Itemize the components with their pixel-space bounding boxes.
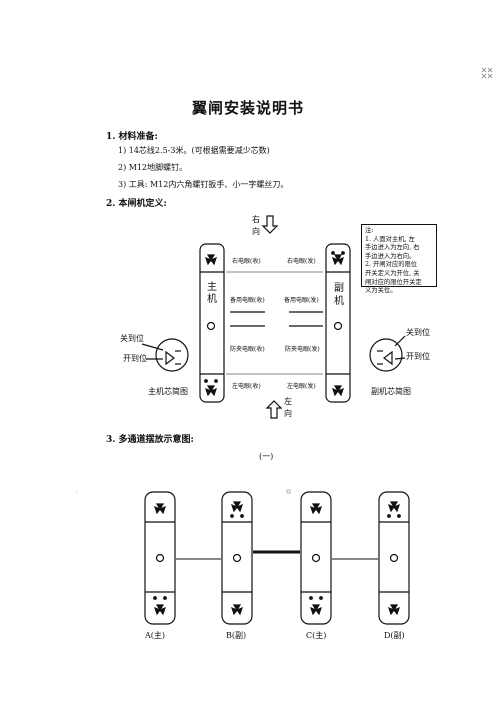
unit-c-label: C(主) bbox=[306, 631, 327, 640]
sub-open-position-label: 开到位 bbox=[406, 352, 430, 361]
sub-unit-drawing bbox=[325, 243, 351, 403]
unit-a-label: A(主) bbox=[145, 631, 166, 640]
left-term-1: 右电眼(收) bbox=[232, 258, 261, 265]
left-direction-label: 左 向 bbox=[284, 397, 292, 418]
right-direction-arrow-icon bbox=[261, 215, 279, 234]
note-line: 手边进入为右向。 bbox=[365, 252, 416, 260]
note-line: 1. 人面对主机, 左 bbox=[365, 235, 415, 243]
right-term-4: 左电眼(发) bbox=[287, 383, 316, 390]
note-line: 注: bbox=[365, 227, 374, 234]
material-item-2: 2) M12地脚螺钉。 bbox=[118, 163, 188, 172]
main-unit-label: 主 机 bbox=[207, 282, 217, 305]
section-3-heading: 3. 多通道摆放示意图: bbox=[106, 435, 194, 445]
main-chip-drawing bbox=[141, 338, 189, 372]
main-close-position-label: 关到位 bbox=[120, 334, 144, 343]
sub-chip-drawing bbox=[369, 335, 406, 372]
left-term-3: 防夹电眼(收) bbox=[230, 346, 265, 353]
sub-chip-caption: 副机芯简图 bbox=[371, 387, 411, 396]
left-term-2: 备用电眼(收) bbox=[230, 297, 265, 304]
section-1-heading: 1. 材料准备: bbox=[106, 132, 158, 142]
sub-close-position-label: 关到位 bbox=[406, 328, 430, 337]
expand-icon[interactable] bbox=[481, 67, 493, 79]
note-line: 手边进入为左向, 右 bbox=[365, 244, 420, 252]
right-term-3: 防夹电眼(发) bbox=[285, 346, 320, 353]
right-term-1: 右电眼(发) bbox=[287, 258, 316, 265]
main-chip-caption: 主机芯简图 bbox=[148, 387, 188, 396]
main-unit-drawing bbox=[199, 243, 225, 403]
right-direction-label: 右 向 bbox=[252, 215, 260, 236]
material-item-1: 1) 14芯线2.5-3米。(可根据需要减少芯数) bbox=[118, 146, 270, 155]
section-2-heading: 2. 本闸机定义: bbox=[106, 199, 167, 209]
unit-d-label: D(副) bbox=[384, 631, 405, 640]
definition-note: 注: 1. 人面对主机, 左 手边进入为左向, 右 手边进入为右向。 2. 开闸… bbox=[361, 224, 437, 294]
note-line: 开关定义为开位, 关 bbox=[365, 269, 420, 277]
main-open-position-label: 开到位 bbox=[123, 354, 147, 363]
right-term-2: 备用电眼(发) bbox=[284, 297, 319, 304]
sub-unit-label: 副 机 bbox=[334, 283, 344, 307]
unit-b-label: B(副) bbox=[226, 631, 247, 640]
gate-wing-lines bbox=[226, 271, 323, 375]
section-3-sub: (一) bbox=[259, 452, 274, 461]
left-term-4: 左电眼(收) bbox=[232, 383, 261, 390]
multi-channel-units bbox=[144, 491, 410, 625]
note-line: 义为关位。 bbox=[365, 287, 397, 295]
note-line: 2. 开闸对应的限位 bbox=[365, 261, 418, 269]
left-direction-arrow-icon bbox=[265, 400, 283, 419]
page-title: 翼闸安装说明书 bbox=[191, 99, 304, 117]
note-line: 闸对应的限位开关定 bbox=[365, 278, 422, 286]
svg-text:·: · bbox=[76, 489, 78, 496]
material-item-3: 3) 工具: M12内六角螺钉扳手、小一字螺丝刀。 bbox=[118, 180, 289, 189]
multi-channel-wings bbox=[176, 550, 378, 560]
